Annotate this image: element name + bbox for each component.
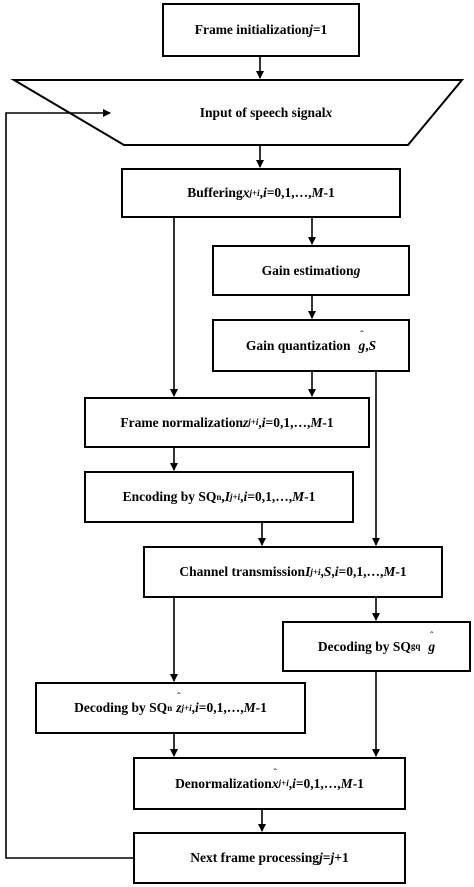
node-input-var: x: [325, 104, 333, 120]
node-denormalization-sub: j+i: [278, 778, 289, 788]
node-channel-m: M: [383, 564, 396, 580]
node-encoding-range: =0,1,…,: [247, 489, 293, 505]
node-denormalization-range: =0,1,…,: [295, 775, 341, 791]
arrow-feedback-loop: [5, 109, 133, 859]
node-decoding-n-q-sub: n: [167, 702, 173, 713]
node-gain-quantization-hat: ˆ: [360, 328, 364, 341]
node-buffering-sub: j+i: [249, 187, 260, 198]
node-gain-quantization-sep: ,: [365, 337, 369, 353]
node-frame-initialization-label: Frame initialization: [194, 22, 310, 38]
node-input-speech-signal: Input of speech signal x: [124, 80, 408, 145]
node-decoding-n-idx: i: [194, 700, 199, 716]
node-denormalization-var: x: [271, 775, 279, 791]
node-frame-initialization: Frame initialization j=1: [162, 3, 360, 57]
node-gain-quantization-label: Gain quantization: [245, 337, 351, 353]
input-trapezoid: [10, 79, 465, 146]
node-decoding-n-tail: -1: [255, 700, 267, 716]
node-decoding-n-var: z: [176, 700, 182, 716]
node-decoding-n-sep: ,: [191, 700, 195, 716]
node-channel-label: Channel transmission: [179, 564, 306, 580]
node-channel-sep: ,: [320, 564, 324, 580]
node-gain-estimation: Gain estimation g: [212, 245, 410, 296]
node-gain-estimation-var: g: [353, 262, 361, 278]
node-channel-range: =0,1,…,: [338, 564, 384, 580]
node-frame-normalization-range: =0,1,…,: [265, 414, 311, 430]
node-encoding-q-sub: n: [216, 491, 222, 502]
node-buffering-tail: -1: [323, 185, 335, 201]
node-frame-normalization-tail: -1: [322, 414, 334, 430]
node-gain-quantization-var: g: [358, 337, 366, 353]
node-gain-estimation-label: Gain estimation: [261, 262, 354, 278]
node-frame-initialization-rest: =1: [312, 22, 328, 38]
node-frame-normalization-label: Frame normalization: [120, 414, 243, 430]
node-channel-sub: j+i: [310, 566, 321, 577]
node-decoding-n-label: Decoding by SQ: [74, 700, 168, 716]
node-denormalization-tail: -1: [352, 775, 364, 791]
node-frame-normalization-var: z: [242, 414, 249, 430]
node-frame-normalization-sub: j+i: [248, 417, 259, 427]
node-input-label: Input of speech signal: [199, 104, 326, 120]
node-buffering-sep: ,: [259, 185, 263, 201]
node-buffering-label: Buffering: [187, 185, 243, 201]
node-buffering-m: M: [311, 185, 324, 201]
node-next-frame-var2: j: [330, 850, 335, 866]
node-next-frame-var: j: [319, 850, 323, 866]
node-denormalization-idx: i: [292, 775, 296, 791]
node-decoding-n-sub: j+i: [181, 702, 192, 713]
node-decoding-gq-var: g: [428, 638, 436, 654]
node-encoding-sub: j+i: [230, 491, 241, 502]
node-buffering-idx: i: [262, 185, 267, 201]
node-channel-s: S: [323, 564, 332, 580]
node-decoding-gq-hat: ˆ: [429, 629, 434, 642]
node-next-frame-rest: +1: [334, 850, 349, 866]
node-frame-initialization-var: j: [309, 22, 313, 38]
node-channel-tail: -1: [395, 564, 407, 580]
node-encoding-idx: i: [243, 489, 248, 505]
node-denormalization-hat: ˆ: [273, 766, 278, 779]
node-gain-quantization-s: S: [368, 337, 377, 353]
node-frame-normalization-sep: ,: [258, 414, 262, 430]
node-encoding-m: M: [292, 489, 305, 505]
node-decoding-gq-q-sub: gq: [410, 641, 421, 651]
node-next-frame-eq: =: [322, 850, 331, 866]
node-encoding-tail: -1: [304, 489, 316, 505]
node-denormalization-label: Denormalization: [175, 775, 272, 791]
node-encoding-sep1: ,: [221, 489, 225, 505]
node-frame-normalization-m: M: [310, 414, 323, 430]
node-decoding-gq-label: Decoding by SQ: [317, 638, 411, 654]
node-channel-idx: i: [334, 564, 339, 580]
node-channel-sep2: ,: [331, 564, 335, 580]
node-encoding-sep: ,: [240, 489, 244, 505]
node-buffering-range: =0,1,…,: [266, 185, 312, 201]
node-channel-var: I: [305, 564, 311, 580]
node-decoding-n-m: M: [243, 700, 256, 716]
node-denormalization-m: M: [340, 775, 353, 791]
node-decoding-n-range: =0,1,…,: [198, 700, 244, 716]
node-denormalization-sep: ,: [288, 775, 293, 791]
node-encoding-var: I: [224, 489, 231, 505]
node-encoding-label: Encoding by SQ: [122, 489, 217, 505]
node-next-frame-processing: Next frame processing j=j+1: [133, 832, 406, 884]
node-buffering-var: x: [242, 185, 250, 201]
node-frame-normalization-idx: i: [261, 414, 266, 430]
node-next-frame-label: Next frame processing: [190, 850, 320, 866]
node-decoding-n-hat: ˆ: [177, 691, 181, 704]
